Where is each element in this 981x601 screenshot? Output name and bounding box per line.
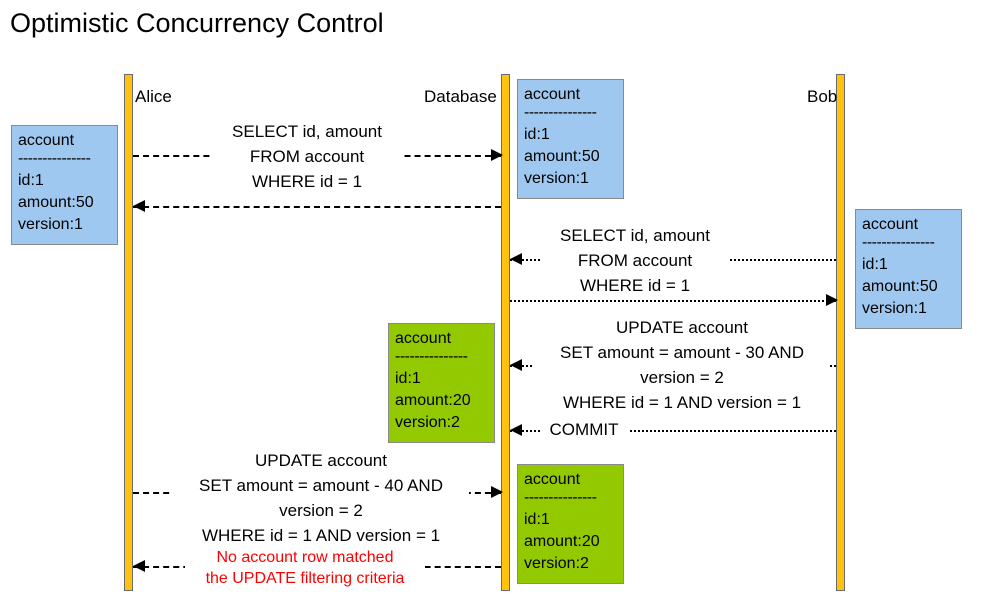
state-box-field-version: version:1 [18,216,83,233]
state-box-header: account [395,330,452,347]
error-line-text: the UPDATE filtering criteria [205,570,405,587]
state-box-db-initial: account --------------- id:1 amount:50 v… [517,79,624,199]
state-box-field-version: version:2 [395,414,460,431]
message-label-bob-commit: COMMIT [540,419,628,441]
message-label-alice-select: SELECT id, amount FROM account WHERE id … [213,119,401,194]
state-box-field-id: id:1 [395,370,421,387]
state-box-field-amount: amount:20 [524,533,600,550]
state-box-db-final: account --------------- id:1 amount:20 v… [517,464,624,584]
arrowhead-db-error-alice [133,560,145,572]
error-line-text: No account row matched [216,549,394,566]
message-line-text: UPDATE account [616,318,748,337]
state-box-bob-read: account --------------- id:1 amount:50 v… [855,209,962,329]
state-box-field-version: version:1 [862,300,927,317]
state-box-separator: --------------- [18,152,91,167]
state-box-field-amount: amount:50 [18,194,94,211]
message-line-db-reply-bob [510,300,836,302]
message-line-bob-commit [510,430,836,432]
lifeline-bob [836,74,845,591]
message-label-bob-update: UPDATE account SET amount = amount - 30 … [534,315,830,415]
message-line-text: WHERE id = 1 AND version = 1 [201,526,441,545]
arrowhead-alice-update [491,486,503,498]
message-line-text: SET amount = amount - 40 AND [199,476,443,495]
lifeline-label-alice: Alice [135,87,172,106]
message-line-db-reply-alice [133,206,501,208]
state-box-field-id: id:1 [524,126,550,143]
state-box-alice-read: account --------------- id:1 amount:50 v… [11,125,118,245]
message-label-db-error-alice: No account row matched the UPDATE filter… [185,547,425,589]
state-box-header: account [862,216,919,233]
arrowhead-alice-select [491,149,503,161]
state-box-header: account [524,86,581,103]
lifeline-alice [124,74,133,591]
state-box-separator: --------------- [524,491,597,506]
state-box-separator: --------------- [395,350,468,365]
state-box-header: account [18,132,75,149]
message-line-text: COMMIT [549,420,619,439]
message-line-text: FROM account [577,251,693,270]
lifeline-label-bob: Bob [807,87,838,106]
message-line-text: FROM account [249,147,365,166]
message-line-text: SELECT id, amount [560,226,710,245]
state-box-field-version: version:2 [524,555,589,572]
arrowhead-db-reply-bob [826,294,838,306]
arrowhead-bob-update [510,359,522,371]
lifeline-label-database: Database [424,87,497,106]
state-box-field-version: version:1 [524,170,589,187]
message-line-text: version = 2 [279,501,363,520]
message-line-text: WHERE id = 1 [251,172,363,191]
message-line-text: WHERE id = 1 AND version = 1 [562,393,802,412]
message-line-text: version = 2 [640,368,724,387]
message-label-alice-update: UPDATE account SET amount = amount - 40 … [173,448,469,548]
state-box-field-amount: amount:50 [524,148,600,165]
message-line-text: UPDATE account [255,451,387,470]
arrowhead-bob-select [510,253,522,265]
state-box-separator: --------------- [524,106,597,121]
state-box-field-amount: amount:20 [395,392,471,409]
arrowhead-bob-commit [510,424,522,436]
state-box-db-updated: account --------------- id:1 amount:20 v… [388,323,495,443]
message-line-text: WHERE id = 1 [579,276,691,295]
state-box-field-id: id:1 [524,511,550,528]
state-box-field-id: id:1 [18,172,44,189]
state-box-header: account [524,471,581,488]
message-line-text: SELECT id, amount [232,122,382,141]
state-box-field-amount: amount:50 [862,278,938,295]
page-title: Optimistic Concurrency Control [10,8,384,38]
state-box-separator: --------------- [862,236,935,251]
message-label-bob-select: SELECT id, amount FROM account WHERE id … [541,223,729,298]
message-line-text: SET amount = amount - 30 AND [560,343,804,362]
state-box-field-id: id:1 [862,256,888,273]
lifeline-database [501,74,510,591]
arrowhead-db-reply-alice [133,200,145,212]
